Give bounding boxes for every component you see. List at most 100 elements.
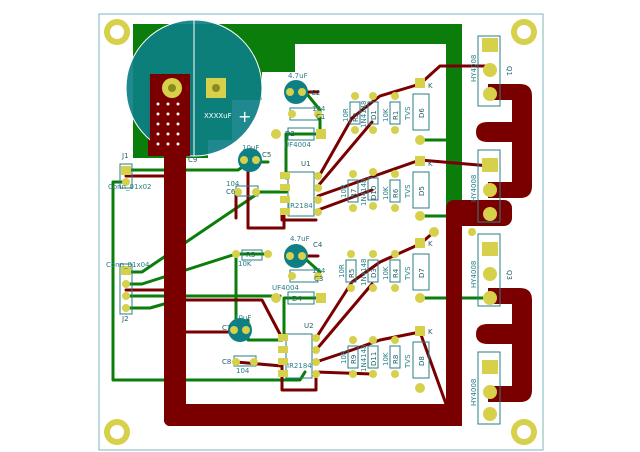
u1-outline bbox=[287, 171, 315, 217]
label-r7: R7 bbox=[350, 189, 358, 198]
label-c1-value: 104 bbox=[312, 105, 326, 113]
d8-outline bbox=[412, 341, 430, 379]
bottom-copper-bottom-bus bbox=[164, 404, 460, 426]
j1-outline bbox=[119, 163, 133, 189]
d6-outline bbox=[412, 93, 430, 131]
bottom-copper-q3-q4-bus bbox=[476, 288, 532, 402]
q2-pad bbox=[482, 158, 498, 172]
label-c9: C9 bbox=[188, 156, 197, 164]
label-u2-value: IR2184 bbox=[287, 362, 312, 370]
d2-outline bbox=[287, 127, 315, 141]
label-c6-value: 104 bbox=[226, 180, 240, 188]
label-d4-value: UF4004 bbox=[272, 284, 300, 292]
label-d6-value: TVS bbox=[404, 106, 412, 121]
label-d8-value: TVS bbox=[404, 354, 412, 369]
label-d10-value: 1N4148 bbox=[360, 178, 368, 206]
capacitor-icon bbox=[238, 148, 262, 172]
q3-outline bbox=[477, 233, 501, 307]
label-r2-value: 10R bbox=[342, 108, 350, 122]
trace-u2-bottom bbox=[280, 364, 318, 392]
q4-pad bbox=[483, 385, 497, 399]
component-outlines bbox=[119, 35, 501, 425]
trace-c8-red bbox=[234, 360, 284, 368]
q2-pad bbox=[483, 207, 497, 221]
label-d4: D4 bbox=[292, 295, 302, 303]
q3-pad bbox=[482, 242, 498, 256]
label-c3-value: 104 bbox=[312, 267, 326, 275]
c9-via-array bbox=[156, 102, 180, 146]
mounting-hole-icon bbox=[104, 419, 130, 445]
mounting-hole-icon bbox=[511, 19, 537, 45]
trace-j1-left bbox=[111, 180, 307, 382]
d1-outline bbox=[367, 101, 379, 125]
label-c3: C3 bbox=[314, 275, 323, 283]
label-d2: D2 bbox=[285, 130, 295, 138]
label-r6: R6 bbox=[392, 188, 400, 198]
trace-u2-d3 bbox=[314, 282, 374, 352]
label-q3-value: HY4008 bbox=[470, 261, 478, 288]
trace-d6-q1 bbox=[418, 64, 492, 86]
label-q4-value: HY4008 bbox=[470, 379, 478, 406]
label-r7-value: 10R bbox=[340, 184, 348, 198]
label-r5-value: 10R bbox=[338, 264, 346, 278]
label-d7-value: TVS bbox=[404, 266, 412, 281]
label-d6: D6 bbox=[418, 108, 426, 118]
label-c2: C2 bbox=[311, 89, 320, 97]
label-d10: D10 bbox=[370, 186, 378, 200]
label-k4: K bbox=[428, 328, 433, 336]
label-r1: R1 bbox=[392, 111, 400, 120]
d10-outline bbox=[367, 177, 379, 201]
label-d1: D1 bbox=[370, 110, 378, 120]
mounting-hole-icon bbox=[511, 419, 537, 445]
q4-outline bbox=[477, 351, 501, 425]
silkscreen-labels: 4.7uF C2 104 C1 D2 UF4004 U1 IR2184 10uF… bbox=[106, 55, 513, 406]
trace-u2-r5 bbox=[314, 242, 422, 340]
label-c8-value: 104 bbox=[236, 367, 250, 375]
bottom-copper-q1-q2-bus bbox=[476, 84, 532, 198]
r8-outline bbox=[389, 345, 401, 369]
label-d3: D3 bbox=[370, 268, 378, 278]
trace-u1-d2 bbox=[284, 132, 324, 180]
c9-pad-hole-square bbox=[212, 84, 220, 92]
capacitor-icon bbox=[228, 318, 252, 342]
q2-pad bbox=[483, 183, 497, 197]
label-u1-value: IR2184 bbox=[288, 202, 313, 210]
label-c7: C7 bbox=[222, 324, 231, 332]
label-r9: R9 bbox=[350, 355, 358, 364]
mounting-holes bbox=[104, 19, 537, 445]
label-r9-value: 10R bbox=[340, 350, 348, 364]
label-d7: D7 bbox=[418, 268, 426, 278]
label-q1: Q1 bbox=[505, 66, 513, 76]
label-j2-value: Conn_01x04 bbox=[106, 261, 150, 269]
label-j2: J2 bbox=[121, 315, 129, 323]
trace-u2-c3 bbox=[282, 296, 322, 340]
r7-outline bbox=[347, 179, 359, 203]
r5-outline bbox=[345, 259, 357, 283]
bottom-copper-left-bus bbox=[164, 74, 186, 426]
r1-outline bbox=[389, 101, 401, 125]
d4-outline bbox=[287, 291, 315, 305]
d11-outline bbox=[367, 345, 379, 369]
j2-outline bbox=[119, 263, 133, 315]
label-k3: K bbox=[428, 240, 433, 248]
label-c2-value: 4.7uF bbox=[288, 72, 308, 80]
q4-pad bbox=[482, 360, 498, 374]
label-d11: D11 bbox=[370, 352, 378, 366]
label-d11-value: 1N4148 bbox=[360, 344, 368, 372]
label-k1: K bbox=[428, 82, 433, 90]
label-c5: C5 bbox=[262, 151, 271, 159]
label-q1-value: HY4008 bbox=[470, 55, 478, 82]
label-d8: D8 bbox=[418, 356, 426, 366]
r4-outline bbox=[389, 259, 401, 283]
q3-pad bbox=[483, 267, 497, 281]
board-outline bbox=[98, 13, 544, 451]
label-r4: R4 bbox=[392, 268, 400, 278]
label-r8-value: 10K bbox=[382, 352, 390, 366]
label-r3: R3 bbox=[246, 251, 255, 259]
label-r6-value: 10K bbox=[382, 186, 390, 200]
bottom-copper-right-inner bbox=[446, 210, 462, 426]
label-d3-value: 1N4148 bbox=[360, 258, 368, 286]
label-d5: D5 bbox=[418, 186, 426, 196]
label-q3: Q3 bbox=[505, 270, 513, 280]
